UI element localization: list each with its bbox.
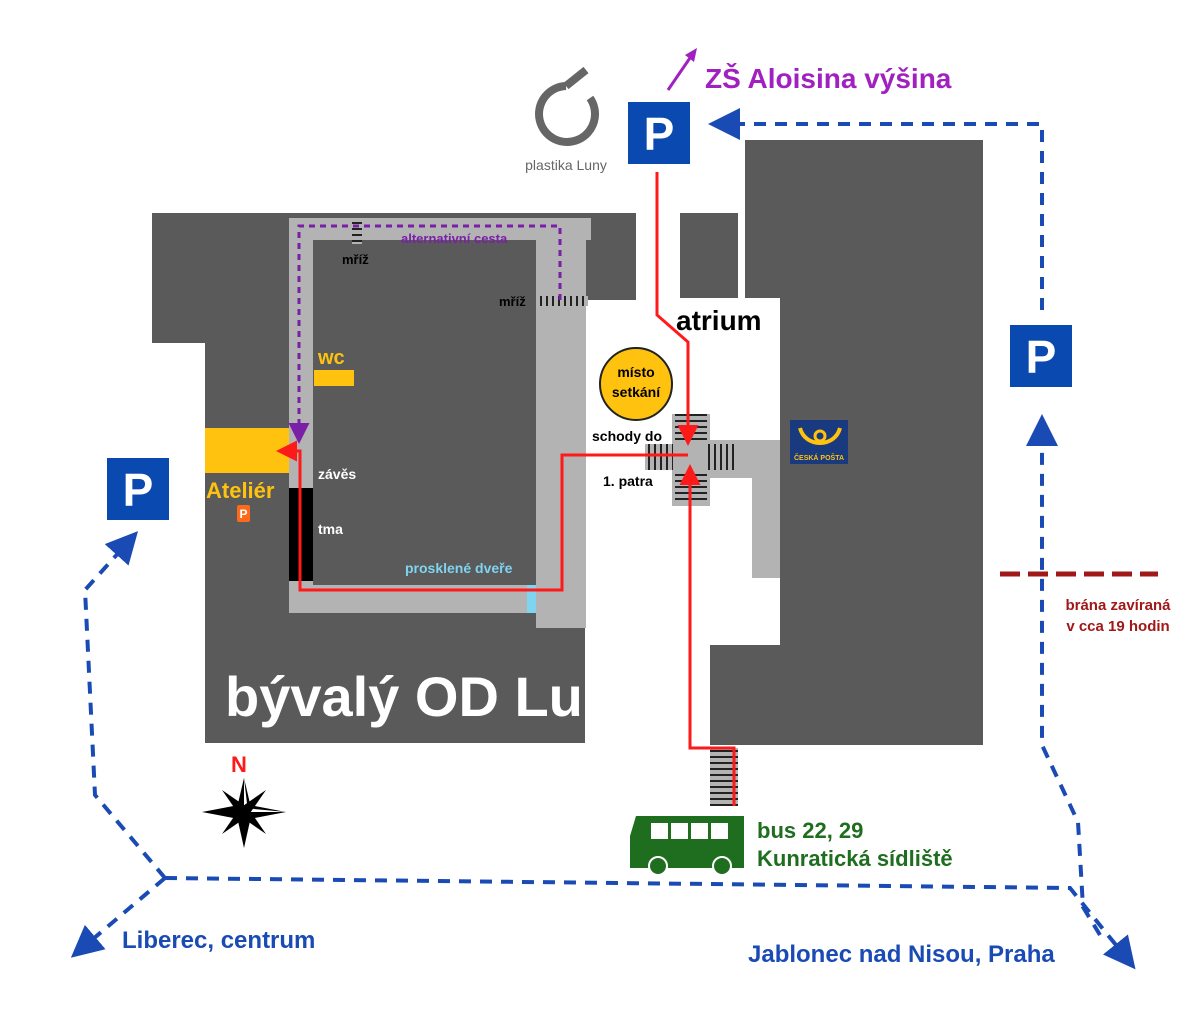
compass-north-label: N — [231, 752, 247, 777]
direction-left-label: Liberec, centrum — [122, 927, 315, 954]
post-office-logo: ČESKÁ POŠTA — [790, 420, 848, 464]
alternative-route-label: alternativní cesta — [401, 231, 508, 246]
main-route-to-studio — [276, 440, 688, 592]
svg-text:P: P — [239, 507, 247, 521]
bus-stop-label: Kunratická sídliště — [757, 846, 953, 871]
glass-door — [527, 585, 536, 613]
post-office-label: ČESKÁ POŠTA — [794, 453, 844, 462]
bus-icon — [630, 816, 744, 876]
studio-block — [205, 428, 289, 473]
meeting-point-line1: místo — [617, 364, 654, 380]
wc-label: wc — [317, 347, 345, 369]
wc-block — [314, 370, 354, 386]
glass-door-label: prosklené dveře — [405, 560, 513, 576]
curtain-label: závěs — [318, 466, 356, 482]
inner-block — [313, 240, 536, 585]
grille-top-label: mříž — [342, 252, 369, 267]
meeting-point: místo setkání — [599, 347, 673, 421]
studio-mark-icon: P — [237, 505, 250, 522]
gate-label-line2: v cca 19 hodin — [1066, 618, 1169, 635]
sculpture-label: plastika Luny — [525, 157, 607, 173]
building-name: bývalý OD Luna — [225, 665, 649, 728]
main-route-from-bus — [679, 464, 736, 806]
stairs-label-line2: 1. patra — [603, 473, 653, 489]
grille-top — [352, 220, 362, 244]
compass-rose-icon: N — [202, 752, 286, 848]
bus-lines-label: bus 22, 29 — [757, 818, 863, 843]
meeting-point-line2: setkání — [612, 384, 661, 400]
parking-sign-right[interactable]: P — [1010, 325, 1072, 387]
atrium-label: atrium — [676, 305, 762, 336]
studio-label: Ateliér — [206, 478, 275, 503]
svg-text:P: P — [644, 108, 675, 160]
school-arrow-icon — [666, 54, 694, 91]
school-label: ZŠ Aloisina výšina — [705, 62, 952, 94]
dark-label: tma — [318, 521, 343, 537]
access-roads — [70, 108, 1136, 970]
gate-label-line1: brána zavíraná — [1065, 597, 1171, 614]
svg-text:P: P — [1026, 331, 1057, 383]
parking-sign-left[interactable]: P — [107, 458, 169, 520]
stairs-label-line1: schody do — [592, 428, 662, 444]
grille-right-label: mříž — [499, 294, 526, 309]
grille-right — [538, 296, 588, 306]
sculpture-icon — [535, 66, 599, 146]
alternative-route — [288, 224, 562, 444]
parking-sign-top[interactable]: P — [628, 102, 690, 164]
direction-right-label: Jablonec nad Nisou, Praha — [748, 941, 1055, 968]
main-route-from-parking — [655, 172, 699, 446]
svg-text:P: P — [123, 464, 154, 516]
